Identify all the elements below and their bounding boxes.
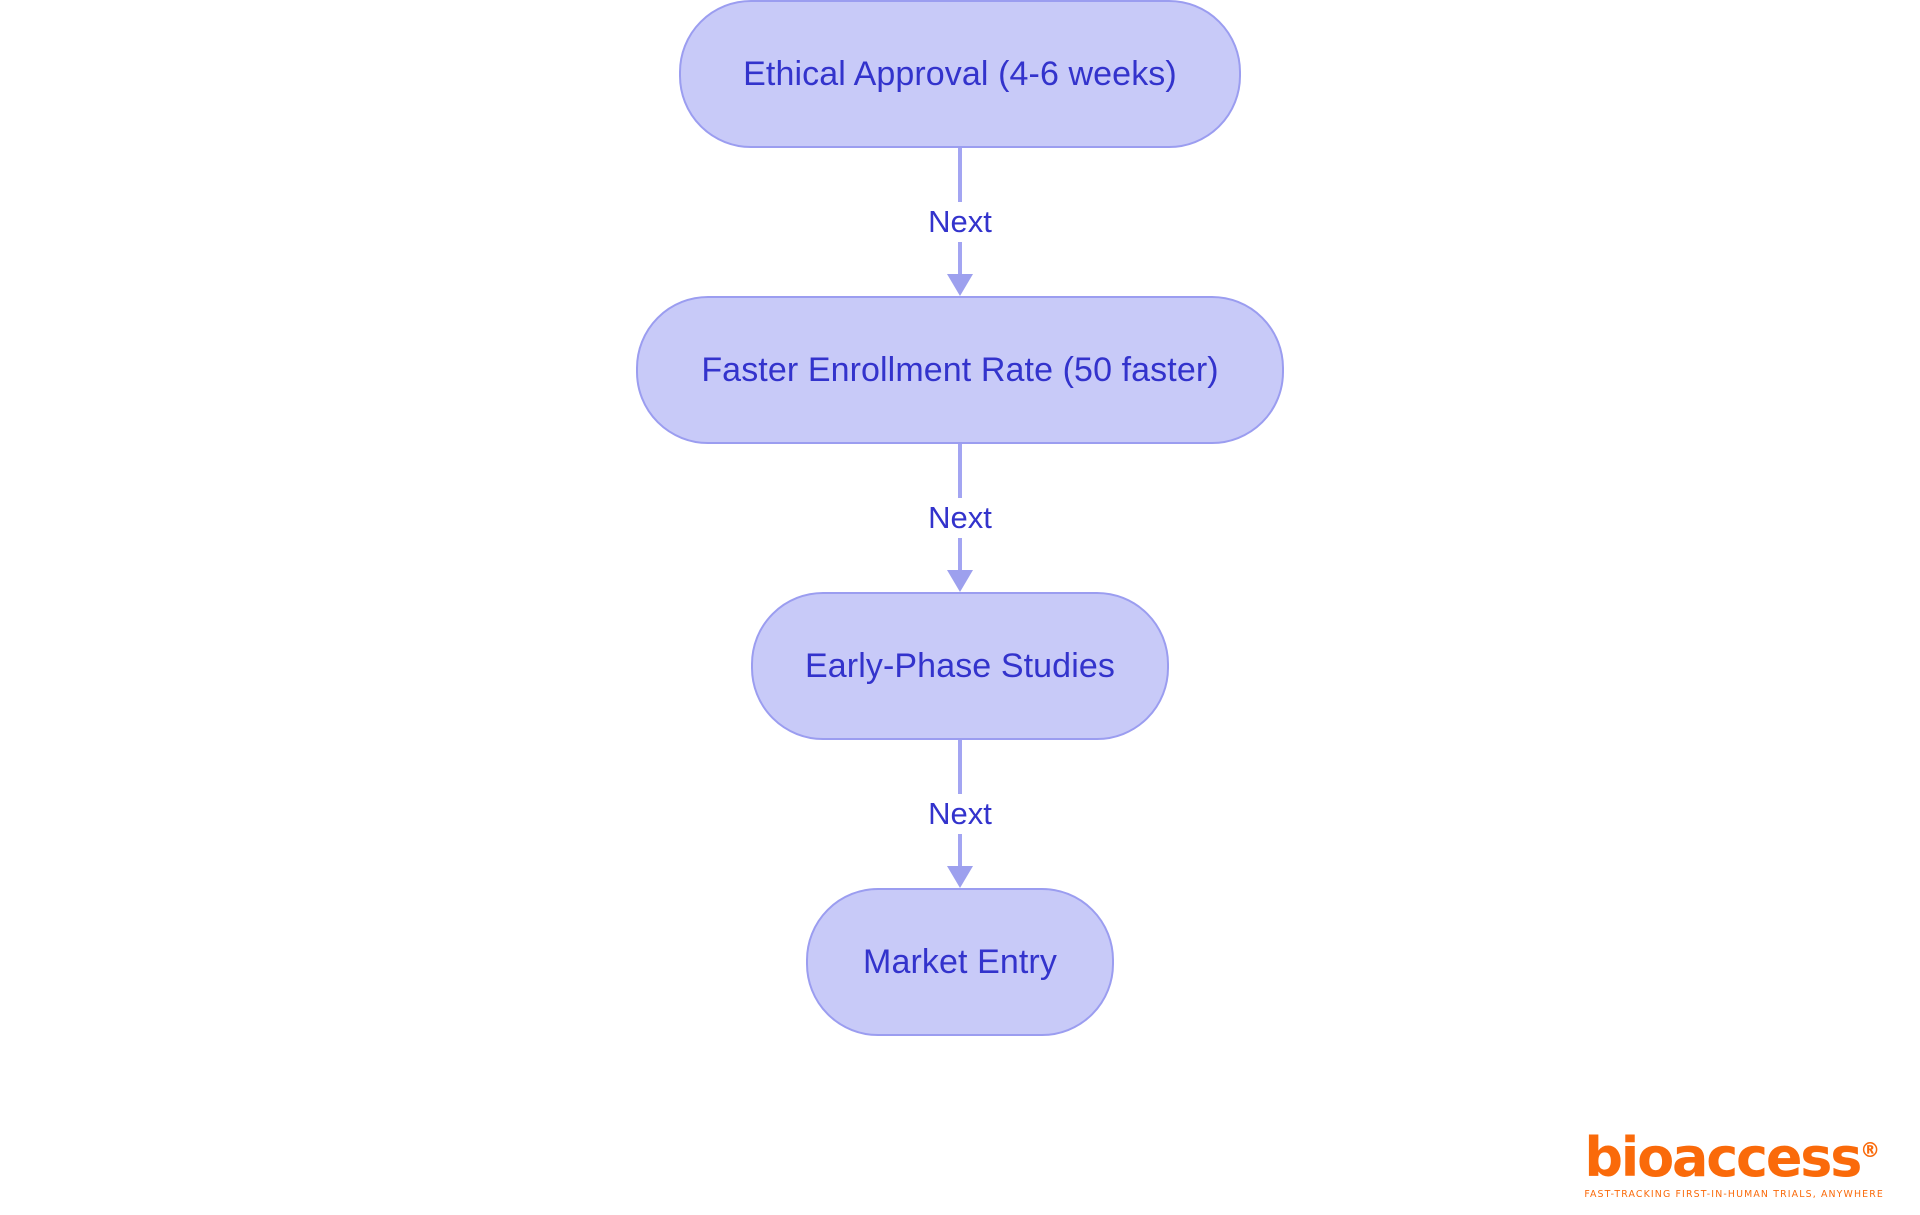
flow-edge-n2-n3: Next: [810, 444, 1110, 592]
bioaccess-logo: bioaccess® FAST-TRACKING FIRST-IN-HUMAN …: [1584, 1130, 1884, 1200]
flow-node-market-entry[interactable]: Market Entry: [806, 888, 1114, 1036]
flow-node-label: Early-Phase Studies: [805, 646, 1115, 685]
edge-label: Next: [916, 794, 1004, 834]
flow-node-label: Market Entry: [863, 942, 1057, 981]
flow-node-label: Ethical Approval (4-6 weeks): [743, 54, 1177, 93]
edge-label: Next: [916, 498, 1004, 538]
flowchart-diagram: Ethical Approval (4-6 weeks) Next Faster…: [636, 0, 1284, 1036]
brand-name-text: bioaccess: [1584, 1125, 1862, 1189]
arrowhead-icon: [947, 274, 973, 296]
edge-label: Next: [916, 202, 1004, 242]
arrowhead-icon: [947, 570, 973, 592]
flow-node-early-phase-studies[interactable]: Early-Phase Studies: [751, 592, 1169, 740]
arrowhead-icon: [947, 866, 973, 888]
flow-node-faster-enrollment-rate[interactable]: Faster Enrollment Rate (50 faster): [636, 296, 1284, 444]
brand-tagline: FAST-TRACKING FIRST-IN-HUMAN TRIALS, ANY…: [1584, 1188, 1884, 1200]
flow-node-ethical-approval[interactable]: Ethical Approval (4-6 weeks): [679, 0, 1241, 148]
brand-wordmark: bioaccess®: [1584, 1130, 1884, 1185]
flow-edge-n1-n2: Next: [810, 148, 1110, 296]
flow-node-label: Faster Enrollment Rate (50 faster): [701, 350, 1219, 389]
flow-edge-n3-n4: Next: [810, 740, 1110, 888]
registered-trademark-icon: ®: [1860, 1137, 1881, 1162]
